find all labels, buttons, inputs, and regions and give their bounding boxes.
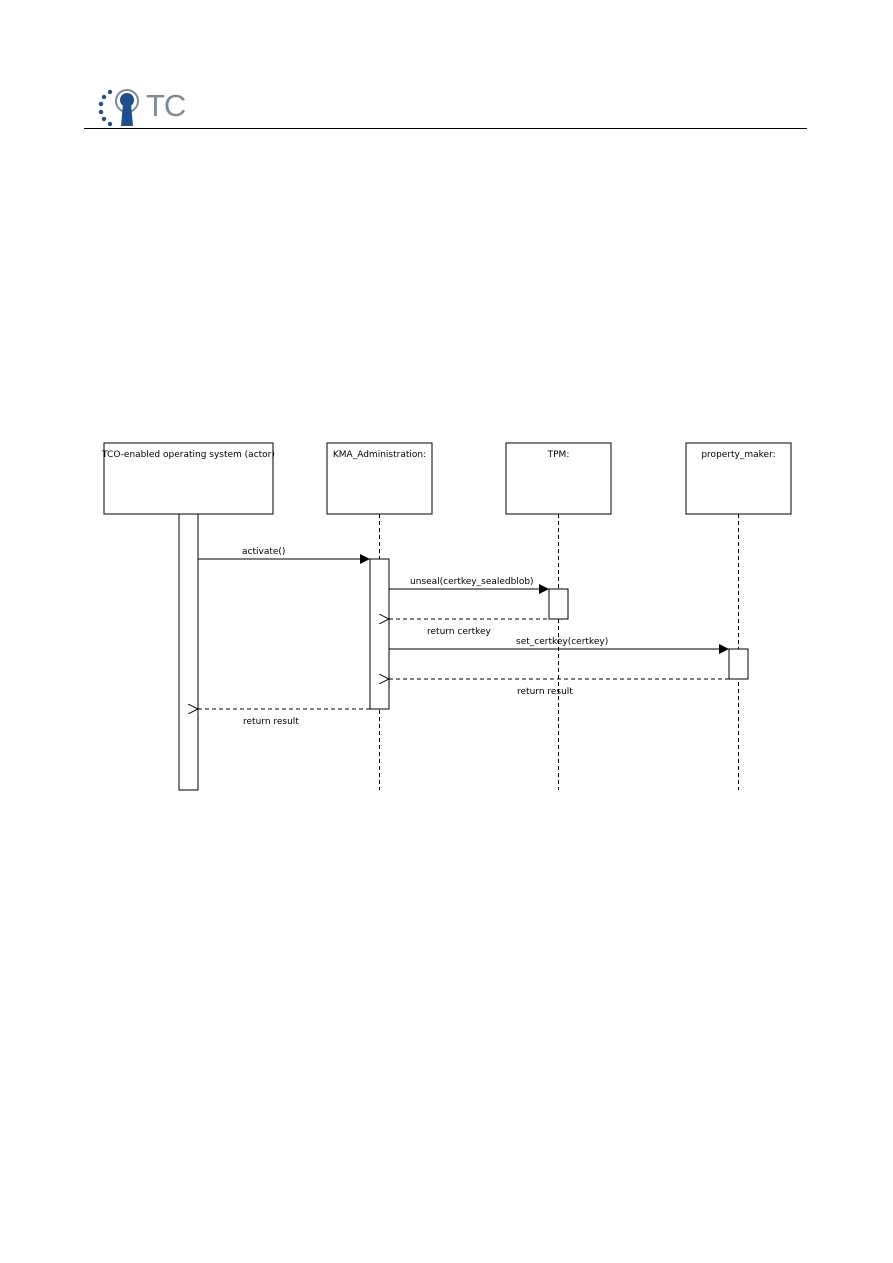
message-label: return result bbox=[517, 687, 573, 697]
message-label: return result bbox=[243, 717, 299, 727]
message-set-certkey: set_certkey(certkey) bbox=[389, 637, 729, 654]
message-unseal: unseal(certkey_sealedblob) bbox=[389, 577, 549, 594]
participant-label: TPM: bbox=[547, 450, 570, 460]
participant-label: KMA_Administration: bbox=[333, 450, 426, 460]
participant-pm: property_maker: bbox=[685, 442, 792, 515]
activation-kma bbox=[369, 558, 390, 710]
activation-os bbox=[178, 513, 199, 791]
participant-kma: KMA_Administration: bbox=[326, 442, 433, 515]
activation-tpm bbox=[548, 588, 569, 620]
message-return-certkey: return certkey bbox=[389, 619, 549, 637]
message-label: unseal(certkey_sealedblob) bbox=[410, 577, 534, 587]
header-rule bbox=[84, 128, 807, 129]
message-activate: activate() bbox=[198, 547, 370, 564]
message-return-result-pm: return result bbox=[389, 679, 729, 697]
participant-label: TCO-enabled operating system (actor) bbox=[101, 450, 275, 460]
activation-pm bbox=[728, 648, 749, 680]
itc-logo-icon bbox=[98, 89, 139, 127]
logo-text: TC bbox=[146, 88, 186, 123]
page-header: TC bbox=[0, 0, 893, 132]
participant-os: TCO-enabled operating system (actor) bbox=[101, 442, 275, 515]
message-label: return certkey bbox=[427, 627, 492, 637]
message-return-result-kma: return result bbox=[198, 709, 370, 727]
message-label: set_certkey(certkey) bbox=[516, 637, 608, 647]
message-label: activate() bbox=[242, 547, 285, 557]
participant-label: property_maker: bbox=[701, 450, 775, 460]
participant-tpm: TPM: bbox=[505, 442, 612, 515]
